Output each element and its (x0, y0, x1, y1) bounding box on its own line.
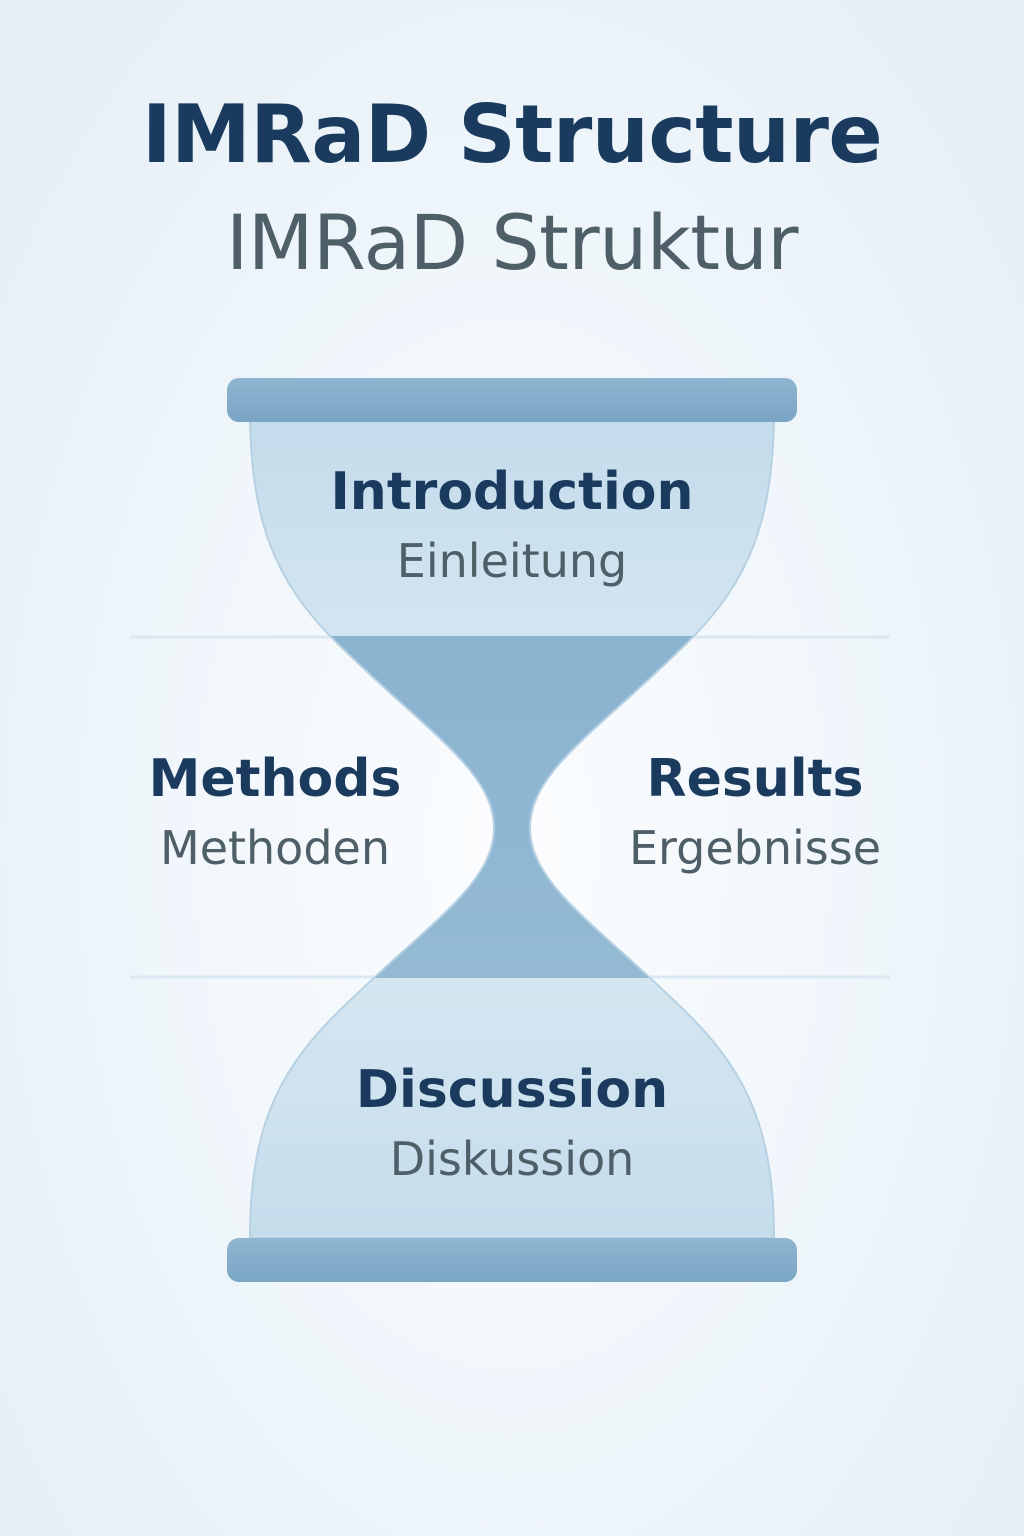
section-results-label: Results (646, 749, 864, 809)
section-results-translation: Ergebnisse (628, 821, 882, 875)
hourglass-top-cap (227, 378, 797, 422)
page-title: IMRaD Structure (141, 88, 883, 181)
section-introduction-translation: Einleitung (396, 534, 628, 588)
section-introduction: Introduction Einleitung (262, 466, 762, 584)
section-methods-label: Methods (148, 749, 402, 809)
section-results: Results Ergebnisse (555, 753, 955, 871)
section-discussion-translation: Diskussion (389, 1132, 635, 1186)
section-methods-translation: Methoden (160, 821, 390, 875)
section-introduction-label: Introduction (330, 462, 694, 522)
hourglass-bottom-bulb (250, 978, 774, 1238)
section-discussion: Discussion Diskussion (262, 1064, 762, 1182)
hourglass-top-bulb (250, 420, 774, 640)
page-subtitle: IMRaD Struktur (225, 198, 799, 287)
section-methods: Methods Methoden (75, 753, 475, 871)
hourglass-bottom-cap (227, 1238, 797, 1282)
section-discussion-label: Discussion (355, 1060, 669, 1120)
